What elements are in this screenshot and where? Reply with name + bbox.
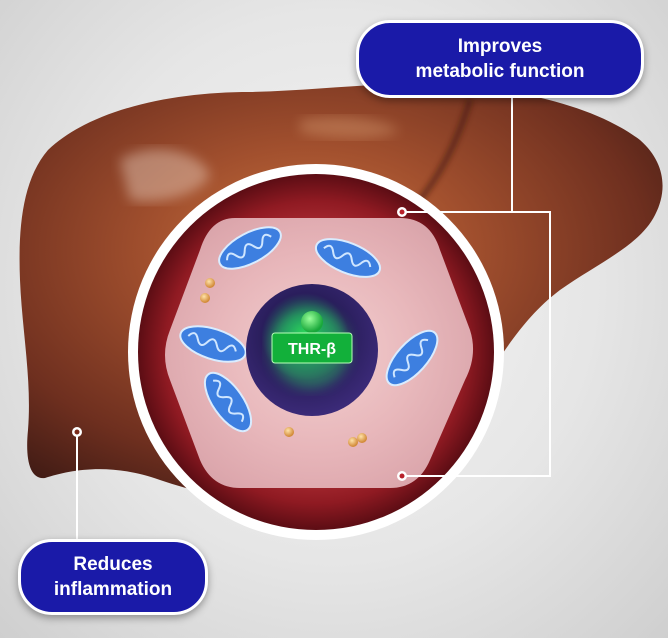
callout-top-line2: metabolic function [415, 61, 585, 82]
callout-bottom-line2: inflammation [53, 579, 173, 600]
receptor-label: THR-β [288, 341, 336, 358]
nucleus: THR-β [246, 284, 378, 416]
receptor-label-box [271, 332, 353, 364]
lipid-droplets [200, 278, 367, 447]
cell-magnifier: THR-β [128, 164, 504, 540]
receptor-ligand-ball [301, 311, 323, 333]
mitochondria [179, 226, 439, 433]
improves-metabolic-function-callout: Improves metabolic function [356, 20, 644, 98]
reduces-inflammation-callout: Reduces inflammation [18, 539, 208, 615]
callout-bottom-line1: Reduces [73, 554, 153, 575]
callout-connectors [76, 98, 551, 541]
callout-top-line1: Improves [457, 36, 543, 57]
connector-dots [72, 207, 407, 481]
